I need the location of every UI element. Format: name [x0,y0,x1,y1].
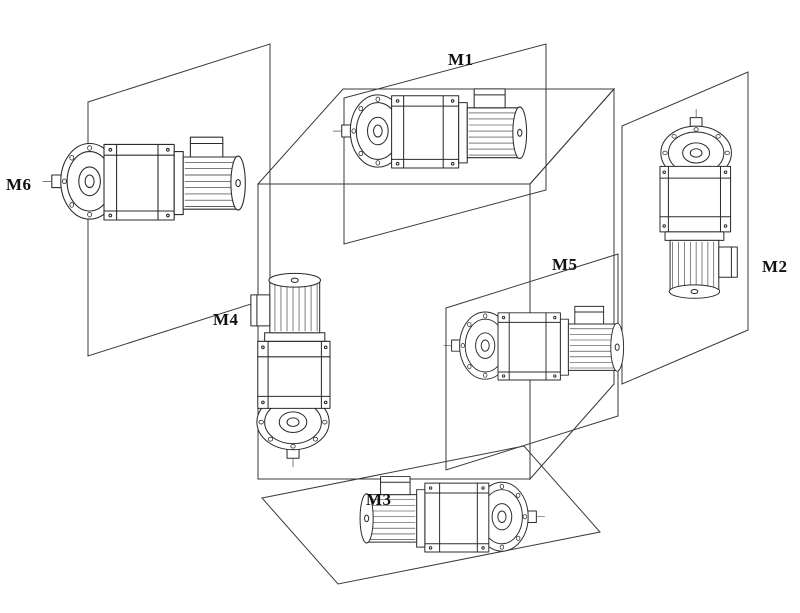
gearmotor-m5 [443,305,625,381]
label-m1: M1 [448,50,474,69]
plane-m5 [445,253,619,471]
gearmotor-m6 [42,136,246,221]
label-m6: M6 [6,175,32,194]
mounting-planes [87,43,749,585]
gearmotor-m2 [659,108,738,299]
plane-m3 [261,445,601,585]
plane-m1 [343,43,547,245]
gearmotor-m1 [332,88,528,169]
label-m3: M3 [366,490,392,509]
label-m5: M5 [552,255,578,274]
plane-m2 [621,71,749,385]
label-m2: M2 [762,257,788,276]
gearmotor-m3 [359,476,546,553]
label-m4: M4 [213,310,239,329]
gearmotor-m4 [250,272,331,468]
